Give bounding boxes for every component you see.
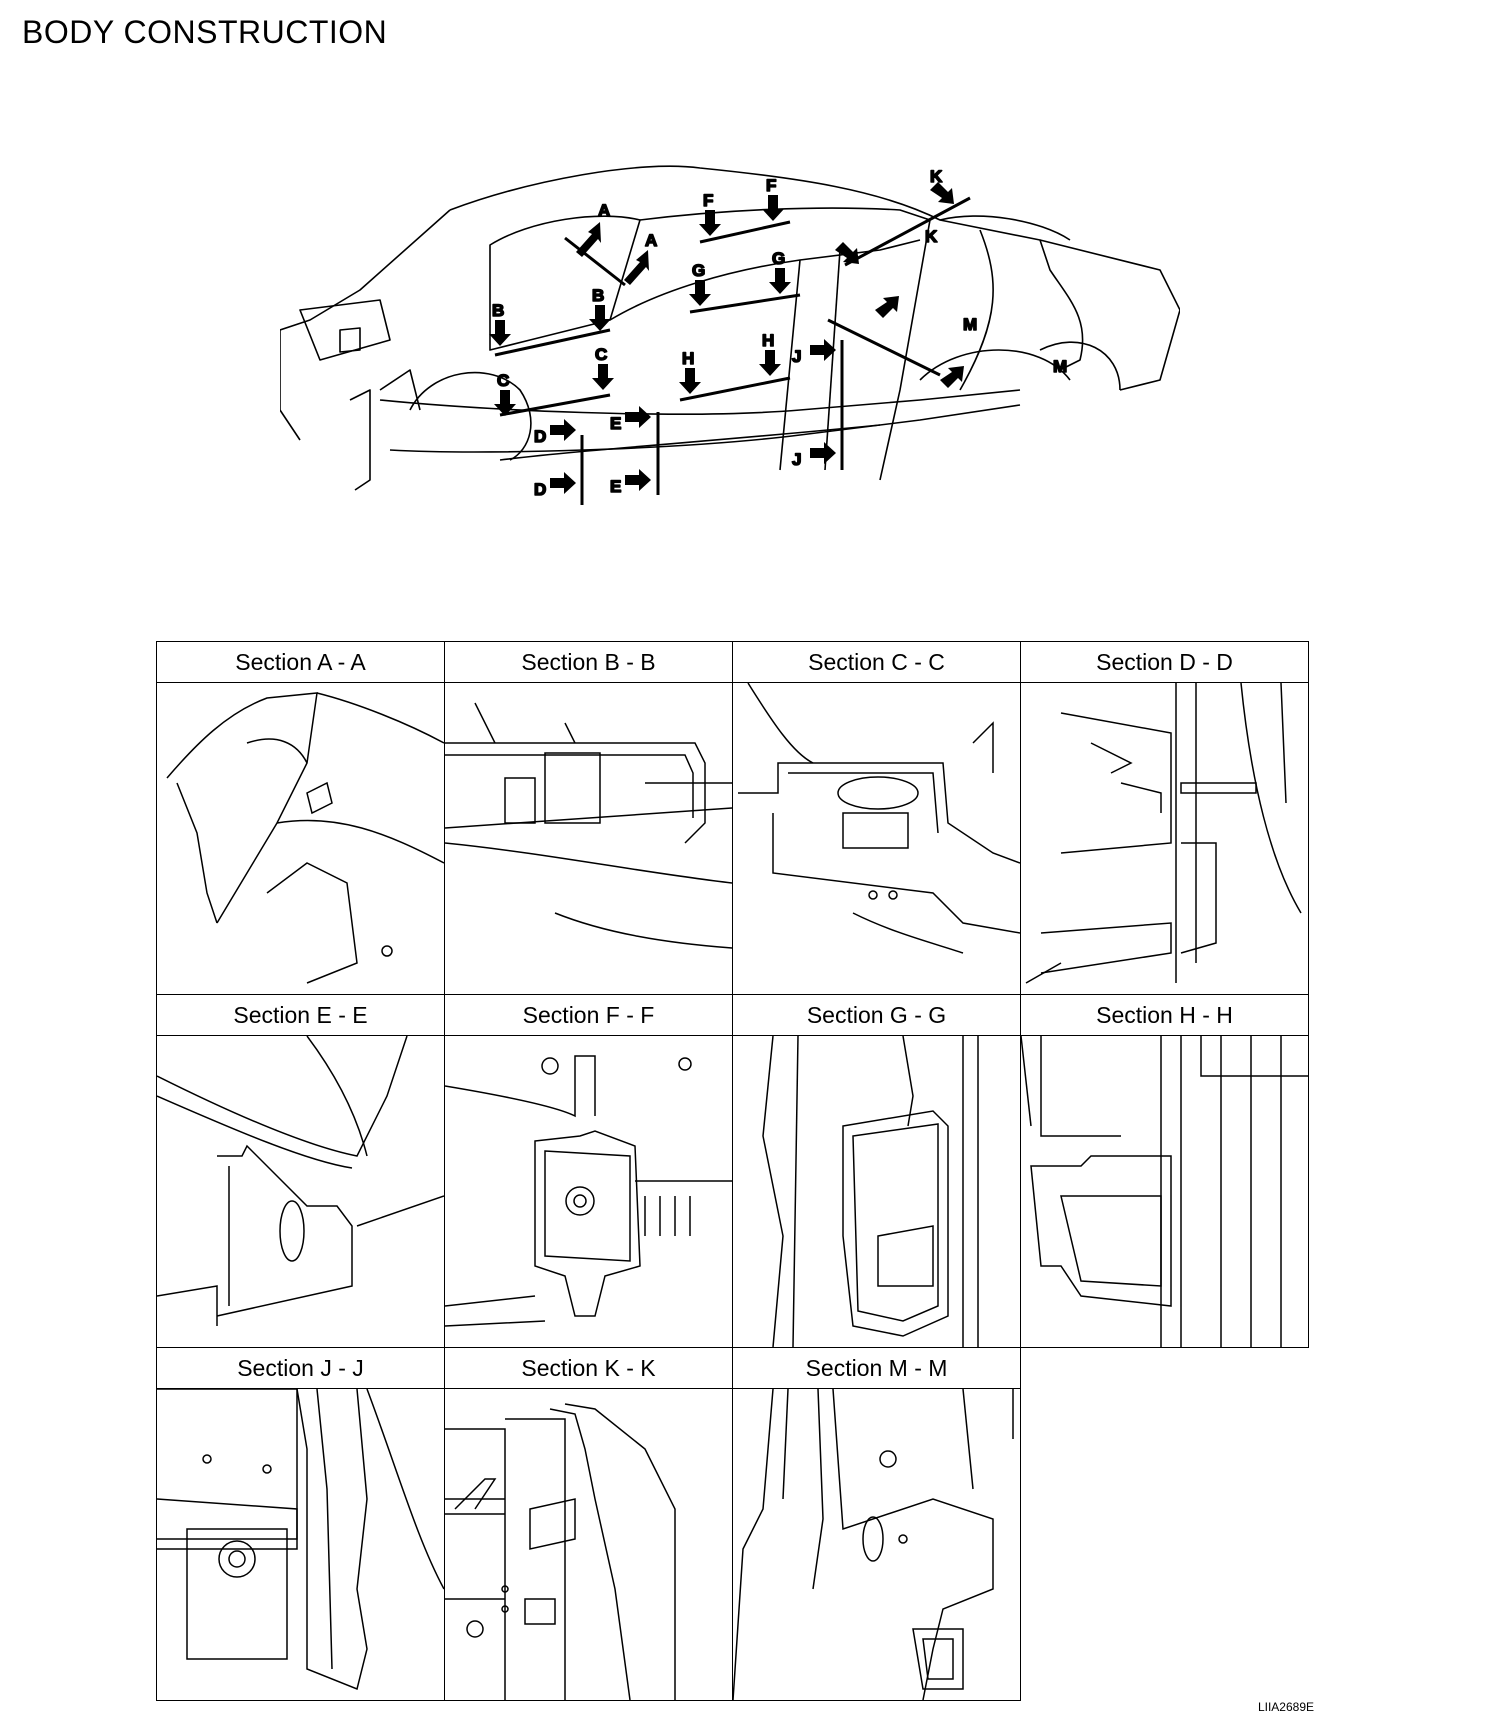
section-cell: Section B - B [444, 641, 733, 995]
section-cell: Section C - C [732, 641, 1021, 995]
section-title: Section G - G [733, 995, 1020, 1036]
callout-e: E [610, 414, 621, 433]
section-illustration [733, 1389, 1020, 1700]
empty-cell [1021, 1348, 1309, 1701]
section-illustration [1021, 1036, 1308, 1347]
section-title: Section C - C [733, 642, 1020, 683]
section-illustration [157, 683, 444, 994]
callout-a: A [598, 201, 610, 220]
reference-code: LIIA2689E [1257, 1700, 1314, 1714]
callout-c: C [497, 371, 509, 390]
section-illustration [157, 1389, 444, 1700]
callout-m: M [1053, 357, 1067, 376]
callout-f: F [703, 191, 713, 210]
callout-j: J [792, 347, 801, 366]
callout-k: K [930, 167, 943, 186]
section-title: Section E - E [157, 995, 444, 1036]
callout-k: K [925, 227, 938, 246]
section-illustration [157, 1036, 444, 1347]
section-cell: Section D - D [1020, 641, 1309, 995]
section-title: Section K - K [445, 1348, 732, 1389]
section-title: Section B - B [445, 642, 732, 683]
body-outline [280, 165, 1180, 491]
section-title: Section A - A [157, 642, 444, 683]
section-arrows [489, 182, 964, 494]
section-illustration [445, 683, 732, 994]
callout-labels: A A B B C C D D E E F F G G H H J J K K … [491, 166, 1068, 500]
callout-b: B [592, 286, 604, 305]
section-cell: Section G - G [732, 994, 1021, 1348]
callout-m: M [963, 315, 977, 334]
callout-g: G [692, 261, 705, 280]
section-views-grid: Section A - A Section B - B [156, 641, 1309, 1701]
section-cut-lines [494, 196, 971, 505]
section-title: Section J - J [157, 1348, 444, 1389]
callout-d: D [534, 480, 546, 499]
section-cell: Section A - A [156, 641, 445, 995]
callout-h: H [762, 331, 774, 350]
callout-f: F [766, 176, 776, 195]
section-illustration [733, 1036, 1020, 1347]
section-cell: Section H - H [1020, 994, 1309, 1348]
section-illustration [1021, 683, 1308, 994]
section-cell: Section J - J [156, 1347, 445, 1701]
section-cell: Section K - K [444, 1347, 733, 1701]
section-illustration [445, 1389, 732, 1700]
section-cell: Section E - E [156, 994, 445, 1348]
callout-g: G [772, 249, 785, 268]
section-title: Section F - F [445, 995, 732, 1036]
page-title: BODY CONSTRUCTION [22, 14, 388, 50]
section-title: Section H - H [1021, 995, 1308, 1036]
callout-e: E [610, 477, 621, 496]
callout-h: H [682, 349, 694, 368]
section-illustration [445, 1036, 732, 1347]
section-cell: Section M - M [732, 1347, 1021, 1701]
vehicle-body-diagram: A A B B C C D D E E F F G G H H J J K K … [280, 165, 1180, 505]
callout-j: J [792, 450, 801, 469]
section-illustration [733, 683, 1020, 994]
section-title: Section D - D [1021, 642, 1308, 683]
callout-a: A [645, 231, 657, 250]
section-title: Section M - M [733, 1348, 1020, 1389]
section-cell: Section F - F [444, 994, 733, 1348]
callout-b: B [492, 301, 504, 320]
callout-d: D [534, 427, 546, 446]
callout-c: C [595, 345, 607, 364]
